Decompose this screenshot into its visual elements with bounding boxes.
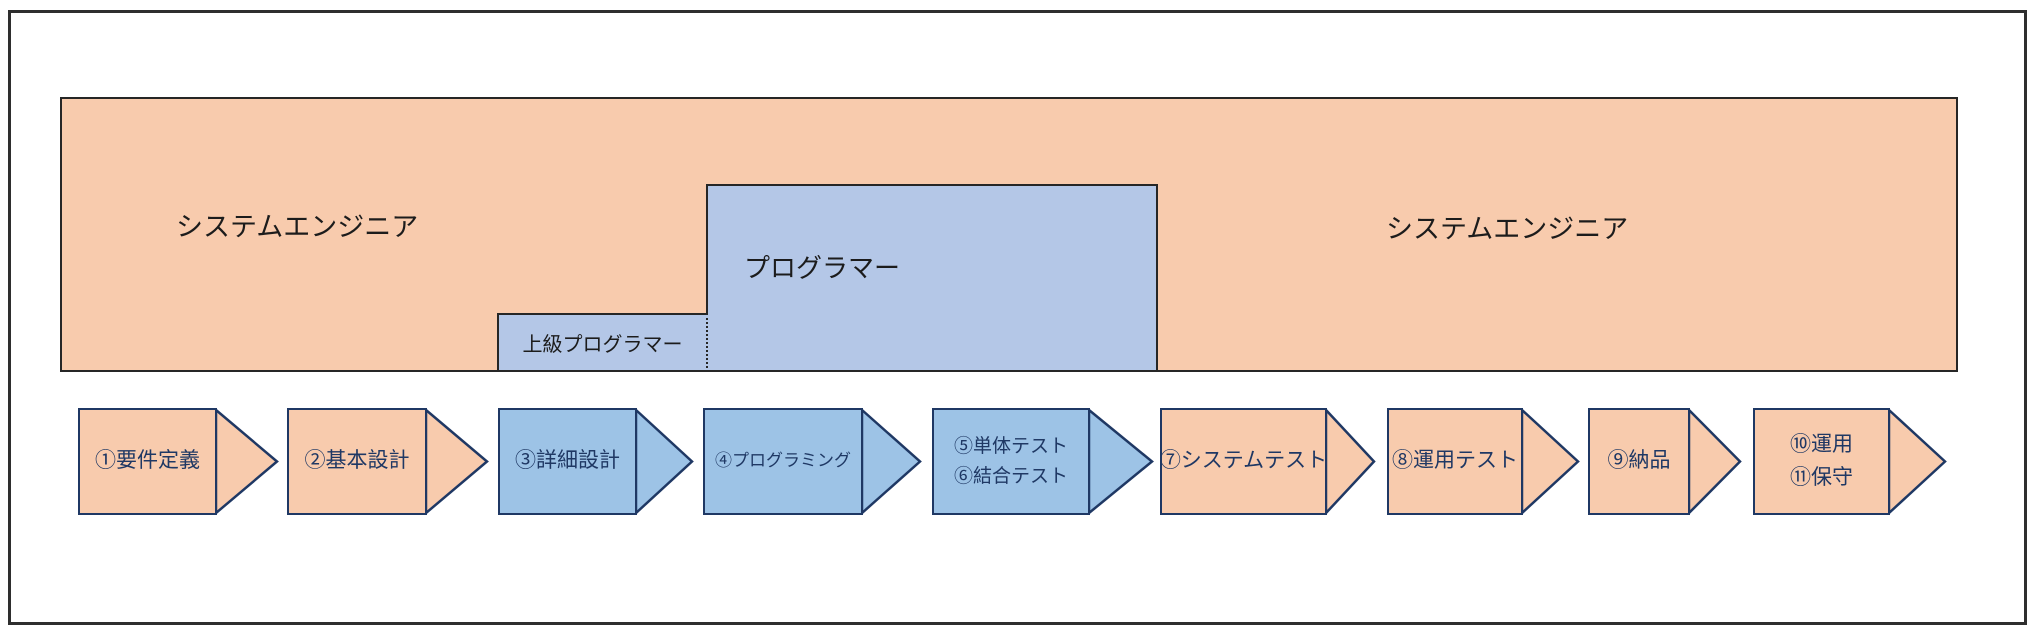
outer-frame [8,10,2027,625]
step-7-system-test: ⑦システムテスト [1160,408,1377,515]
step-box: ⑨納品 [1588,408,1690,515]
step-label: ②基本設計 [304,449,410,473]
step-box: ⑧運用テスト [1387,408,1523,515]
step-label: ④プログラミング [715,451,851,471]
arrowhead-icon [215,408,279,515]
programmer-region: プログラマー [706,184,1158,372]
step-box: ④プログラミング [703,408,863,515]
step-8-operation-test: ⑧運用テスト [1387,408,1581,515]
programmer-left-border [706,184,708,313]
step-box: ②基本設計 [287,408,427,515]
step-label: ⑥結合テスト [953,465,1068,487]
step-box: ⑦システムテスト [1160,408,1327,515]
arrowhead-icon [425,408,489,515]
step-5-6-unit-and-integration-test: ⑤単体テスト ⑥結合テスト [932,408,1155,515]
programmer-label: プログラマー [744,253,901,283]
arrowhead-icon [635,408,694,515]
step-2-basic-design: ②基本設計 [287,408,490,515]
arrowhead-icon [1888,408,1947,515]
step-label: ⑪保守 [1790,465,1853,489]
step-label: ③詳細設計 [515,449,620,473]
step-box: ⑤単体テスト ⑥結合テスト [932,408,1090,515]
arrowhead-icon [1088,408,1154,515]
step-label: ⑩運用 [1790,432,1853,456]
senior-programmer-dotted-divider [706,313,708,372]
system-engineer-right-label: システムエンジニア [1386,214,1629,244]
system-engineer-left-label: システムエンジニア [176,212,419,242]
senior-programmer-label: 上級プログラマー [522,334,683,356]
arrowhead-icon [1688,408,1742,515]
step-4-programming: ④プログラミング [703,408,923,515]
step-box: ①要件定義 [78,408,217,515]
step-9-delivery: ⑨納品 [1588,408,1743,515]
arrowhead-icon [1521,408,1580,515]
step-box: ⑩運用 ⑪保守 [1753,408,1890,515]
arrowhead-icon [1325,408,1376,515]
step-10-11-operation-maintenance: ⑩運用 ⑪保守 [1753,408,1948,515]
step-label: ⑤単体テスト [953,436,1068,458]
step-label: ⑦システムテスト [1159,449,1328,473]
step-label: ①要件定義 [95,449,200,473]
step-3-detailed-design: ③詳細設計 [498,408,695,515]
arrowhead-icon [861,408,922,515]
step-label: ⑨納品 [1607,449,1671,473]
senior-programmer-region: 上級プログラマー [497,313,706,372]
step-1-requirements-definition: ①要件定義 [78,408,280,515]
step-box: ③詳細設計 [498,408,637,515]
step-label: ⑧運用テスト [1392,449,1518,473]
